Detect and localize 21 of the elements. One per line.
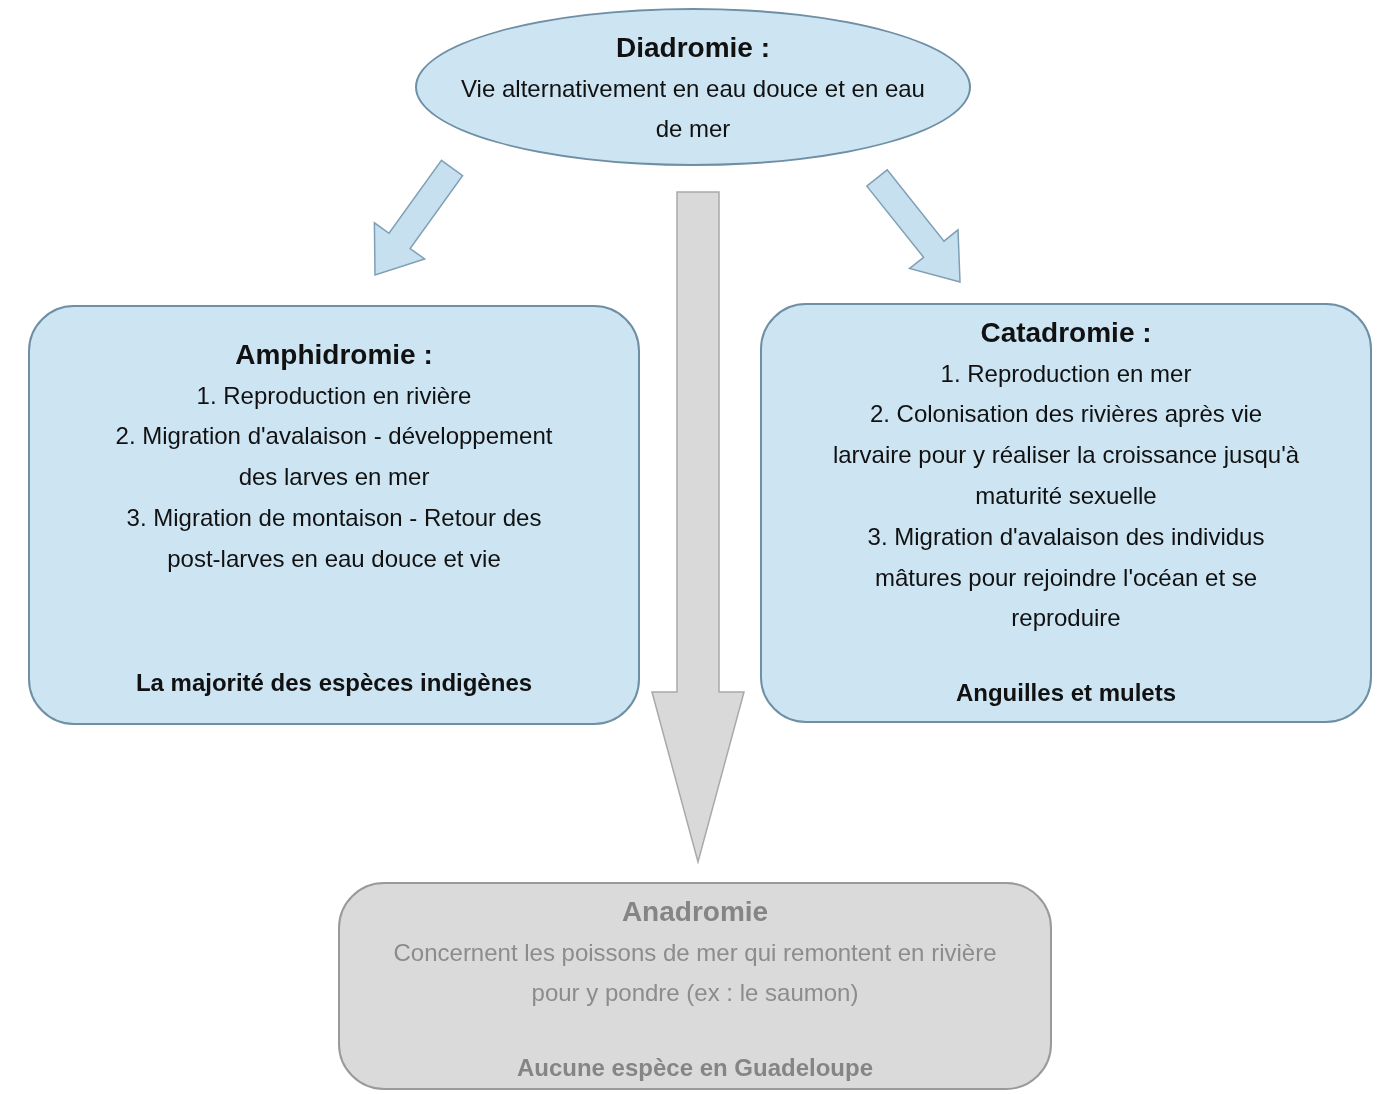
node-text: 1. Reproduction en rivière bbox=[196, 380, 472, 411]
node-heading: Anadromie bbox=[621, 895, 769, 929]
rounded-box bbox=[28, 305, 640, 725]
node-text: 3. Migration d'avalaison des individus mâtures pour rejoindre l'océan et se reproduire bbox=[866, 521, 1266, 634]
block-arrow bbox=[373, 159, 464, 277]
rounded-box bbox=[338, 882, 1052, 1090]
node-text: 3. Migration de montaison - Retour des post-larves en eau douce et vie bbox=[125, 503, 543, 574]
node-text: Vie alternativement en eau douce et en eau de mer bbox=[460, 73, 926, 145]
node-text: 2. Migration d'avalaison - développement des larves en mer bbox=[114, 421, 554, 493]
node-text: Concernent les poissons de mer qui remontent en rivière pour y pondre (ex : le saumon) bbox=[392, 937, 998, 1009]
node-heading: Catadromie : bbox=[980, 316, 1152, 350]
node-footnote: La majorité des espèces indigènes bbox=[135, 668, 533, 698]
node-heading: Amphidromie : bbox=[235, 338, 433, 372]
node-footnote: Aucune espèce en Guadeloupe bbox=[516, 1053, 874, 1083]
block-arrow bbox=[865, 168, 961, 283]
node-heading: Diadromie : bbox=[616, 31, 770, 65]
node-footnote: Anguilles et mulets bbox=[955, 678, 1176, 708]
rounded-box bbox=[760, 303, 1372, 723]
node-text: 2. Colonisation des rivières après vie larvaire pour y réaliser la croissance jusqu'à maturité sexuelle bbox=[832, 399, 1300, 511]
node-text: 1. Reproduction en mer bbox=[940, 358, 1192, 389]
block-arrow bbox=[651, 191, 745, 865]
